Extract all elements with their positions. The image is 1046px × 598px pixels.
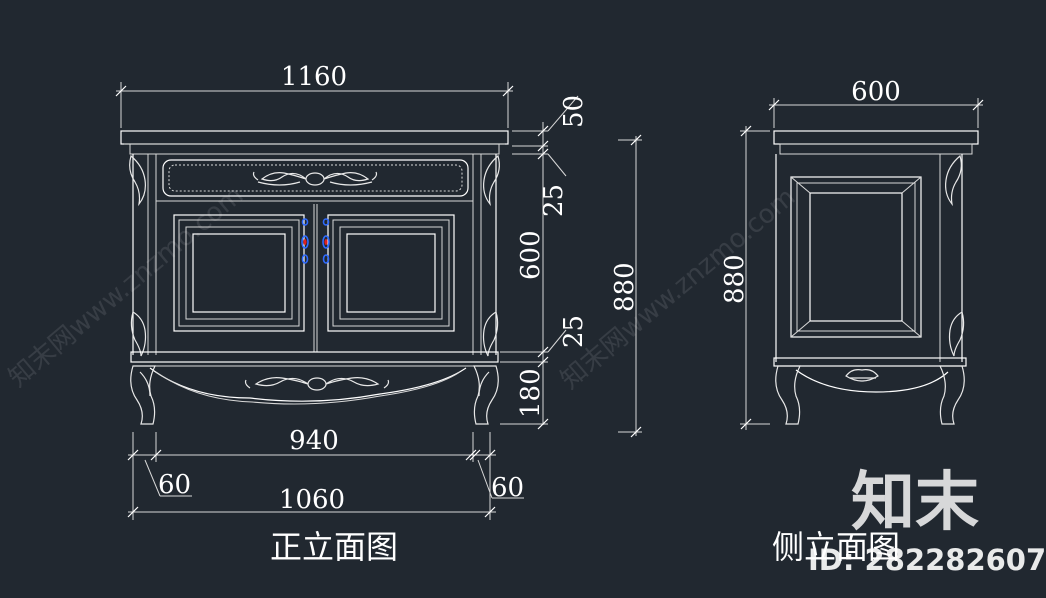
dim-overall-width: 1160 — [281, 62, 347, 92]
dim-inner-width: 940 — [289, 426, 339, 456]
watermark-brand: 知末 — [851, 466, 979, 540]
side-view-title: 侧立面图 — [772, 528, 900, 566]
watermark-id: ID: 282282607 — [808, 543, 1046, 577]
dim-rail-upper: 25 — [539, 184, 569, 217]
front-elevation: 1160 50 25 600 25 180 880 — [115, 62, 642, 566]
dim-leg-height: 180 — [516, 368, 546, 418]
watermark-diagonal-left: 知末网www.znzmo.com — [3, 180, 249, 393]
watermark-diagonal-right: 知末网www.znzmo.com — [555, 182, 801, 395]
dim-total-height: 880 — [610, 262, 640, 312]
dim-leg-left: 60 — [158, 470, 191, 500]
dim-door-height: 600 — [516, 230, 546, 280]
dim-top-thickness: 50 — [559, 95, 589, 128]
dim-side-height: 880 — [720, 254, 750, 304]
dim-base-width: 1060 — [279, 485, 345, 515]
side-elevation: 600 880 侧立面图 — [720, 77, 984, 566]
dim-leg-right: 60 — [491, 473, 524, 503]
dim-rail-lower: 25 — [559, 315, 589, 348]
dim-side-depth: 600 — [851, 77, 901, 107]
front-view-title: 正立面图 — [270, 528, 398, 566]
door-handles — [301, 218, 330, 264]
